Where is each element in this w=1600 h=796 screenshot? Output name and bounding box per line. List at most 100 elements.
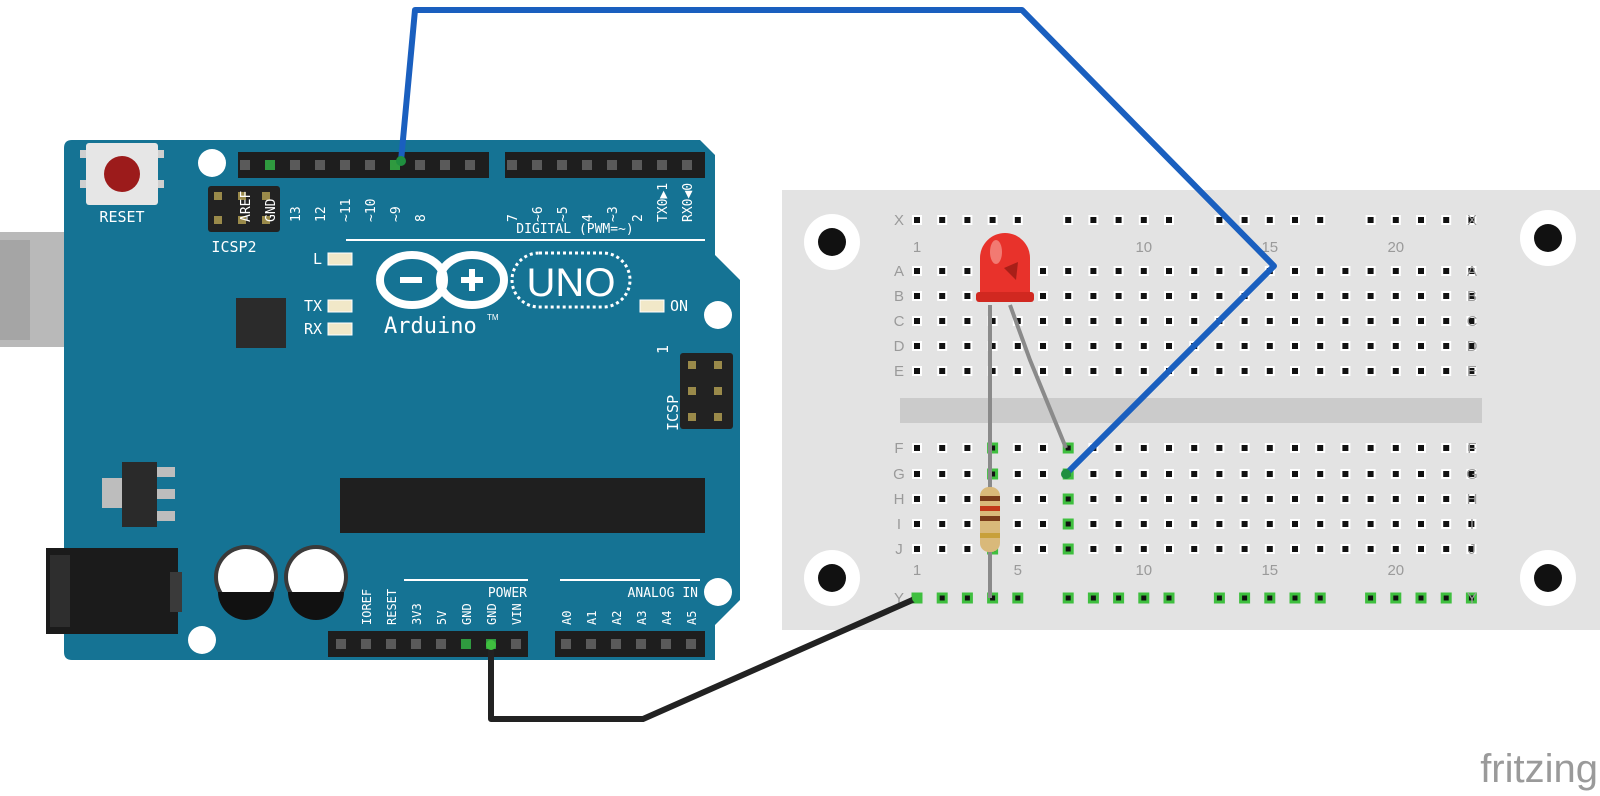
breadboard-hole: [1214, 443, 1225, 453]
column-number: 10: [1135, 239, 1152, 256]
breadboard-hole: [1164, 266, 1174, 276]
breadboard-hole: [1063, 215, 1074, 225]
breadboard-hole: [1416, 366, 1426, 376]
breadboard-hole: [912, 443, 922, 453]
breadboard-hole: [937, 291, 948, 301]
breadboard-hole: [1315, 316, 1326, 326]
breadboard-hole: [1113, 519, 1124, 529]
breadboard-hole: [1340, 366, 1351, 376]
rail-label: Y: [1467, 590, 1477, 607]
breadboard-hole: [1315, 544, 1326, 554]
breadboard-hole: [1441, 215, 1452, 225]
header-pin: [361, 639, 371, 649]
breadboard-hole: [1038, 544, 1048, 554]
breadboard-hole: [1038, 494, 1048, 504]
breadboard-hole: [1315, 519, 1326, 529]
breadboard-hole: [1441, 494, 1452, 504]
digital-pin-label: ~5: [556, 206, 571, 222]
trademark: TM: [487, 313, 499, 322]
header-pin: [582, 160, 592, 170]
row-label: C: [1467, 313, 1478, 330]
breadboard-hole: [937, 494, 948, 504]
breadboard-hole: [1340, 443, 1351, 453]
breadboard-hole: [962, 266, 973, 276]
signal-wire-pin11[interactable]: [398, 7, 1277, 477]
breadboard-hole: [1340, 291, 1351, 301]
breadboard-hole: [1038, 519, 1048, 529]
header-pin: [390, 160, 400, 170]
breadboard-hole: [1340, 544, 1351, 554]
fritzing-watermark: fritzing: [1480, 747, 1598, 791]
breadboard-hole: [1038, 266, 1048, 276]
row-label: J: [895, 541, 903, 558]
resistor[interactable]: [980, 487, 1000, 552]
breadboard-hole: [1189, 544, 1200, 554]
digital-pin-label: RX0◀0: [681, 183, 696, 222]
uno-label: UNO: [527, 261, 616, 305]
breadboard-hole: [1239, 443, 1250, 453]
breadboard-hole: [1038, 469, 1048, 479]
row-label: A: [1467, 263, 1477, 280]
breadboard-hole: [1290, 519, 1300, 529]
breadboard-hole: [962, 366, 973, 376]
row-label: I: [1470, 516, 1474, 533]
breadboard-hole: [962, 316, 973, 326]
breadboard-hole: [1290, 341, 1300, 351]
breadboard-hole: [1012, 519, 1023, 529]
breadboard-hole: [1365, 519, 1376, 529]
row-label: G: [893, 466, 905, 483]
breadboard-hole: [1340, 341, 1351, 351]
breadboard-hole: [1087, 592, 1099, 604]
breadboard-hole: [1088, 215, 1099, 225]
header-pin: [607, 160, 617, 170]
header-pin: [557, 160, 567, 170]
breadboard-hole: [1113, 215, 1124, 225]
breadboard-hole: [1466, 266, 1477, 276]
row-label: H: [1467, 491, 1478, 508]
breadboard-hole: [1113, 366, 1124, 376]
breadboard-hole: [1189, 494, 1200, 504]
breadboard-hole: [1138, 494, 1149, 504]
breadboard-hole: [962, 341, 973, 351]
row-label: F: [894, 440, 903, 457]
breadboard-hole: [1113, 592, 1125, 604]
arduino-logo: [376, 251, 632, 309]
breadboard-hole: [912, 316, 922, 326]
breadboard-hole: [962, 519, 973, 529]
power-pin-label: GND: [460, 603, 474, 625]
row-label: E: [1467, 363, 1477, 380]
breadboard-hole: [1239, 266, 1250, 276]
column-number: 1: [913, 239, 921, 256]
breadboard-hole: [1189, 443, 1200, 453]
breadboard-hole: [1138, 366, 1149, 376]
header-pin: [532, 160, 542, 170]
breadboard-hole: [1113, 469, 1124, 479]
breadboard-hole: [1466, 443, 1477, 453]
breadboard-hole: [1063, 341, 1074, 351]
breadboard-hole: [1441, 544, 1452, 554]
breadboard-hole: [1290, 291, 1300, 301]
breadboard-hole: [937, 366, 948, 376]
header-pin: [636, 639, 646, 649]
row-label: A: [894, 263, 904, 280]
breadboard-hole: [1113, 341, 1124, 351]
breadboard-hole: [912, 266, 922, 276]
breadboard-mount-hole: [804, 214, 860, 270]
breadboard-hole: [1264, 494, 1275, 504]
breadboard-hole: [1441, 469, 1452, 479]
red-led[interactable]: [976, 233, 1034, 302]
breadboard-hole: [1164, 341, 1174, 351]
header-pin: [611, 639, 621, 649]
reset-button[interactable]: [80, 143, 164, 205]
breadboard-hole: [1390, 316, 1401, 326]
ground-wire[interactable]: [488, 595, 920, 722]
digital-pin-label: 12: [314, 206, 329, 222]
header-pin: [686, 639, 696, 649]
breadboard-hole: [1315, 469, 1326, 479]
breadboard-hole: [1213, 592, 1225, 604]
breadboard-hole: [1416, 443, 1426, 453]
breadboard-hole: [937, 341, 948, 351]
breadboard-hole: [1189, 366, 1200, 376]
breadboard-hole: [1440, 592, 1452, 604]
breadboard-hole: [1315, 366, 1326, 376]
